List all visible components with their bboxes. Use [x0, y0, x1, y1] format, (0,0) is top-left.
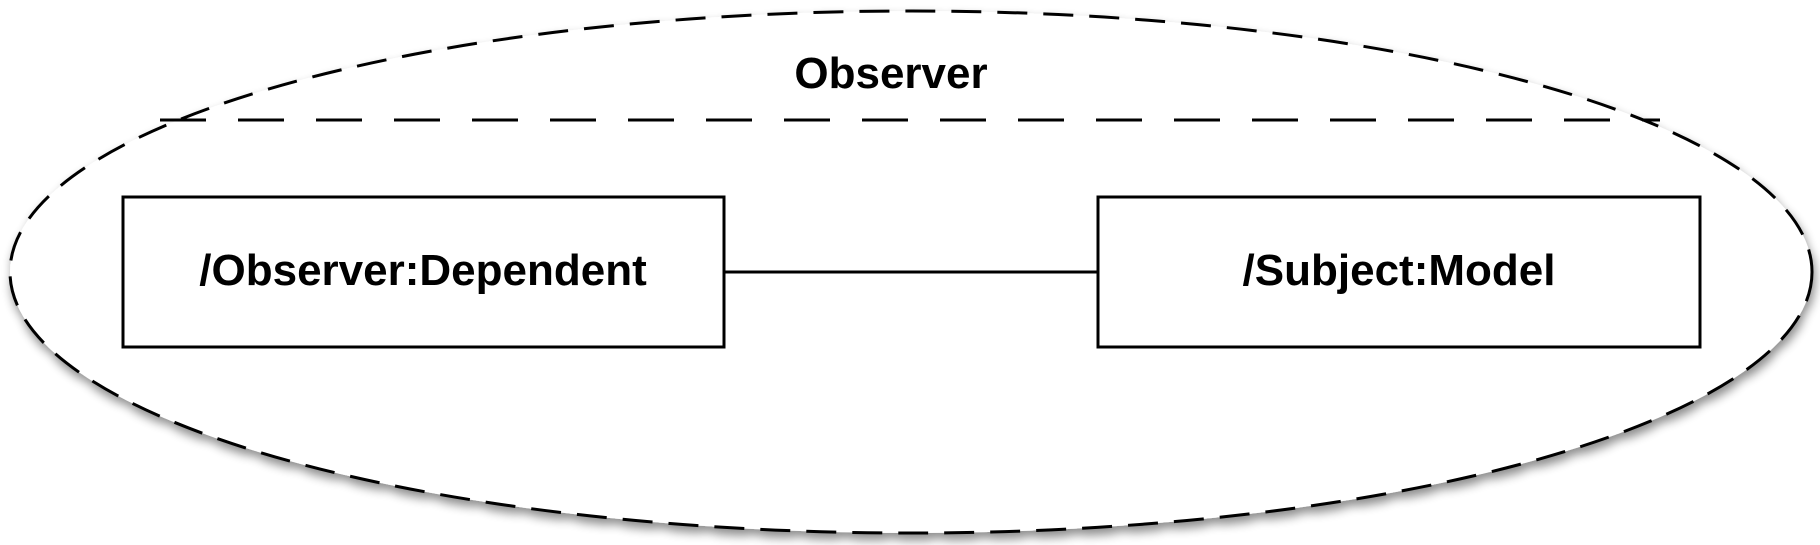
collaboration-title: Observer [794, 49, 987, 98]
role-box-observer [121, 195, 726, 349]
role-label-subject: /Subject:Model [1243, 246, 1556, 295]
role-box-subject [1096, 195, 1702, 349]
role-label-observer: /Observer:Dependent [199, 246, 647, 295]
